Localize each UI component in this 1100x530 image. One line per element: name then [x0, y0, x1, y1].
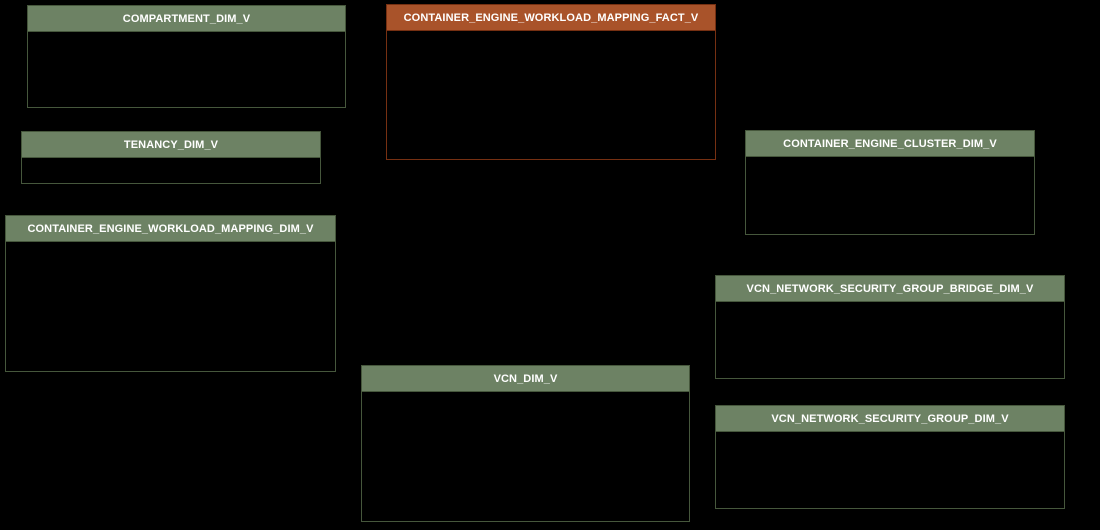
table-compartment_dim_v[interactable]: COMPARTMENT_DIM_V [27, 5, 346, 108]
table-title: COMPARTMENT_DIM_V [122, 12, 251, 25]
table-body [716, 302, 1064, 378]
table-header[interactable]: CONTAINER_ENGINE_CLUSTER_DIM_V [746, 131, 1034, 157]
table-container_engine_workload_mapping_dim_v[interactable]: CONTAINER_ENGINE_WORKLOAD_MAPPING_DIM_V [5, 215, 336, 372]
table-header[interactable]: VCN_NETWORK_SECURITY_GROUP_DIM_V [716, 406, 1064, 432]
table-body [387, 31, 715, 159]
table-body [6, 242, 335, 371]
table-title: VCN_NETWORK_SECURITY_GROUP_DIM_V [771, 412, 1009, 425]
table-body [362, 392, 689, 521]
table-body [746, 157, 1034, 234]
table-body [22, 158, 320, 183]
table-header[interactable]: CONTAINER_ENGINE_WORKLOAD_MAPPING_DIM_V [6, 216, 335, 242]
table-header[interactable]: CONTAINER_ENGINE_WORKLOAD_MAPPING_FACT_V [387, 5, 715, 31]
table-header[interactable]: VCN_NETWORK_SECURITY_GROUP_BRIDGE_DIM_V [716, 276, 1064, 302]
table-title: TENANCY_DIM_V [123, 138, 219, 151]
table-body [716, 432, 1064, 508]
table-container_engine_cluster_dim_v[interactable]: CONTAINER_ENGINE_CLUSTER_DIM_V [745, 130, 1035, 235]
table-vcn_dim_v[interactable]: VCN_DIM_V [361, 365, 690, 522]
table-title: CONTAINER_ENGINE_WORKLOAD_MAPPING_FACT_V [403, 11, 699, 24]
table-title: VCN_DIM_V [493, 372, 558, 385]
table-header[interactable]: VCN_DIM_V [362, 366, 689, 392]
table-title: CONTAINER_ENGINE_WORKLOAD_MAPPING_DIM_V [27, 222, 314, 235]
table-tenancy_dim_v[interactable]: TENANCY_DIM_V [21, 131, 321, 184]
table-container_engine_workload_mapping_fact_v[interactable]: CONTAINER_ENGINE_WORKLOAD_MAPPING_FACT_V [386, 4, 716, 160]
table-title: CONTAINER_ENGINE_CLUSTER_DIM_V [783, 137, 997, 150]
table-header[interactable]: TENANCY_DIM_V [22, 132, 320, 158]
table-title: VCN_NETWORK_SECURITY_GROUP_BRIDGE_DIM_V [746, 282, 1034, 295]
table-vcn_network_security_group_bridge_dim_v[interactable]: VCN_NETWORK_SECURITY_GROUP_BRIDGE_DIM_V [715, 275, 1065, 379]
table-vcn_network_security_group_dim_v[interactable]: VCN_NETWORK_SECURITY_GROUP_DIM_V [715, 405, 1065, 509]
table-body [28, 32, 345, 107]
table-header[interactable]: COMPARTMENT_DIM_V [28, 6, 345, 32]
